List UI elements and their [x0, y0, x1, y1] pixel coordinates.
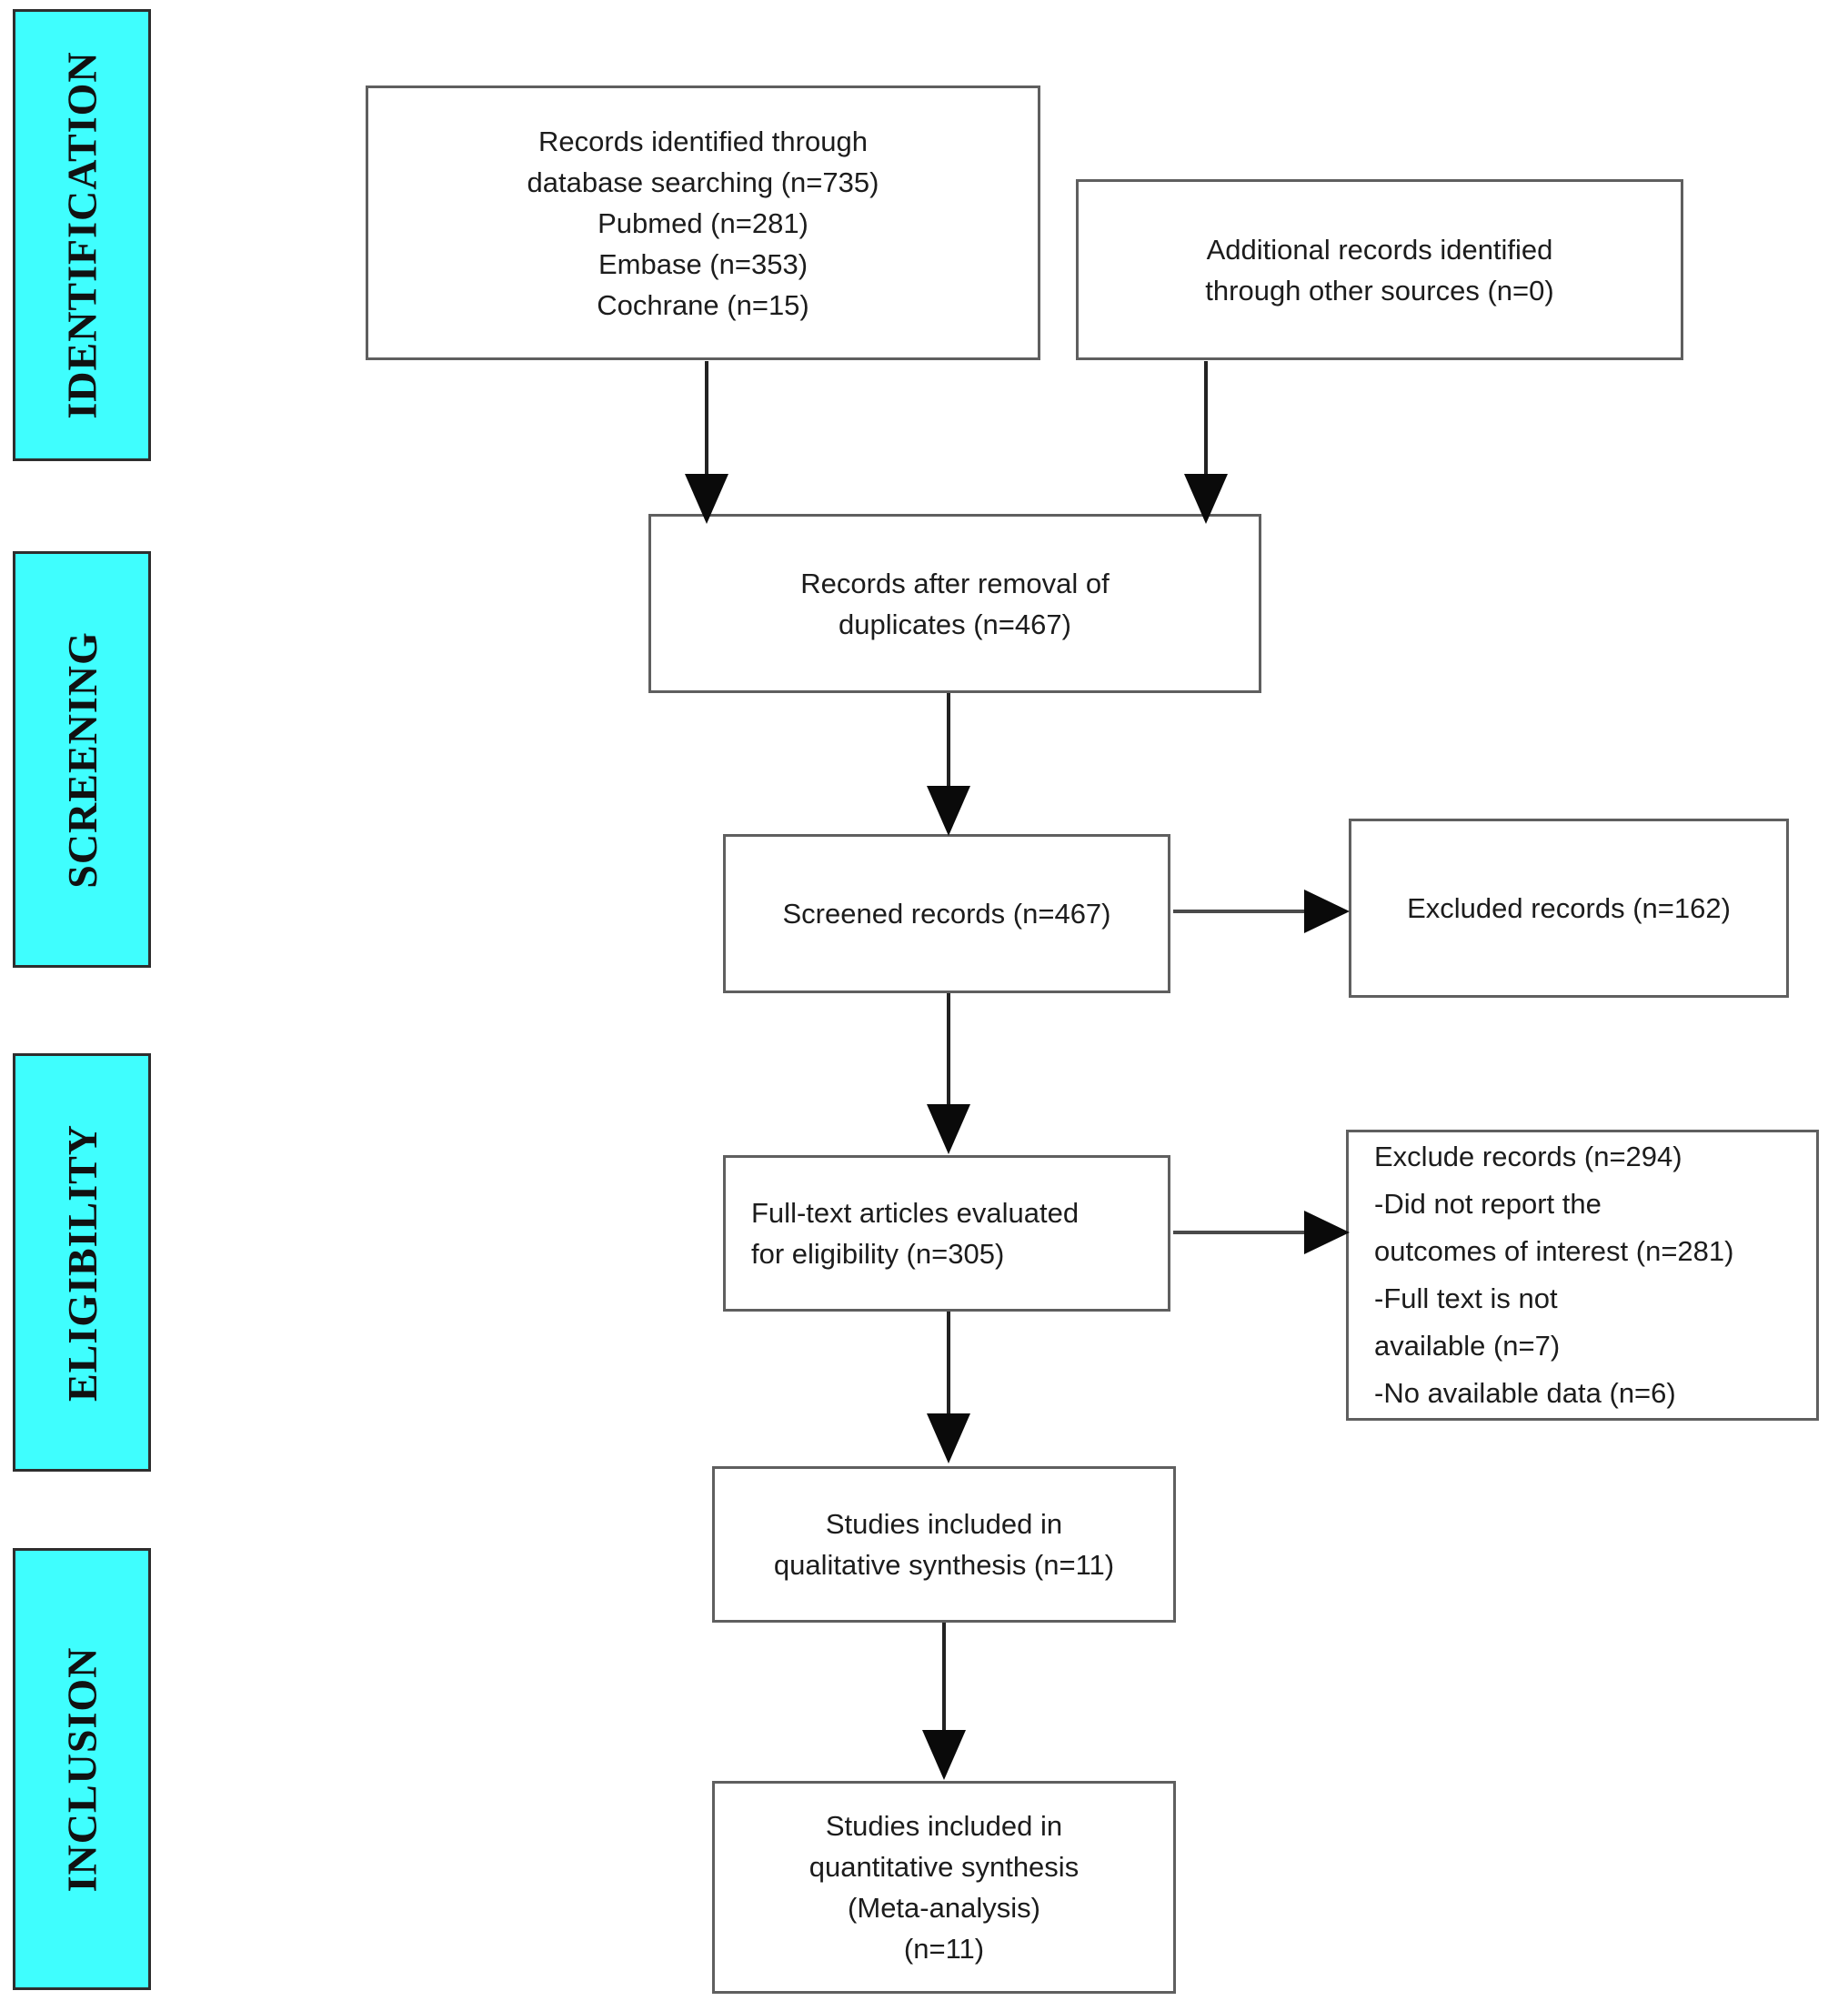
stage-inclusion: INCLUSION	[13, 1548, 151, 1990]
text-line: -Did not report the	[1374, 1188, 1602, 1220]
arrowhead-down-icon	[685, 474, 728, 524]
text-line: outcomes of interest (n=281)	[1374, 1235, 1734, 1267]
arrow-line	[1173, 910, 1307, 913]
arrow-line	[1173, 1231, 1307, 1234]
text-line: Additional records identified	[1206, 233, 1553, 266]
text-line: Embase (n=353)	[598, 247, 808, 280]
arrow-line	[942, 1623, 946, 1734]
text-line: available (n=7)	[1374, 1330, 1561, 1362]
stage-screening-label: SCREENING	[58, 630, 105, 889]
arrowhead-down-icon	[927, 1413, 970, 1463]
stage-identification-label: IDENTIFICATION	[58, 51, 105, 419]
text-line: Studies included in	[825, 1508, 1063, 1540]
text-line: Full-text articles evaluated	[751, 1197, 1080, 1229]
text-line: -No available data (n=6)	[1374, 1377, 1676, 1409]
arrowhead-right-icon	[1304, 1211, 1350, 1254]
box-quantitative-synthesis: Studies included in quantitative synthes…	[712, 1781, 1176, 1994]
text-line: through other sources (n=0)	[1205, 274, 1554, 307]
arrowhead-down-icon	[927, 1104, 970, 1154]
text-line: quantitative synthesis	[808, 1851, 1080, 1883]
arrow-line	[947, 1312, 950, 1417]
text-line: Records identified through	[538, 125, 868, 157]
arrow-line	[1204, 361, 1208, 478]
box-excluded-records: Excluded records (n=162)	[1349, 819, 1789, 998]
text-line: -Full text is not	[1374, 1282, 1558, 1314]
arrow-line	[947, 993, 950, 1108]
text-line: database searching (n=735)	[527, 166, 879, 198]
text-line: duplicates (n=467)	[839, 608, 1071, 640]
box-fulltext-excluded: Exclude records (n=294) -Did not report …	[1346, 1130, 1819, 1421]
box-screened-records: Screened records (n=467)	[723, 834, 1170, 993]
text-line: Pubmed (n=281)	[598, 206, 808, 239]
box-additional-records: Additional records identified through ot…	[1076, 179, 1683, 360]
text-line: Screened records (n=467)	[782, 898, 1111, 930]
arrowhead-right-icon	[1304, 890, 1350, 933]
arrow-line	[947, 693, 950, 789]
box-after-duplicates-removed: Records after removal of duplicates (n=4…	[648, 514, 1261, 693]
stage-eligibility: ELIGIBILITY	[13, 1053, 151, 1472]
stage-inclusion-label: INCLUSION	[58, 1646, 105, 1892]
arrowhead-down-icon	[922, 1730, 966, 1780]
arrowhead-down-icon	[1184, 474, 1228, 524]
text-line: Excluded records (n=162)	[1407, 892, 1731, 924]
box-qualitative-synthesis: Studies included in qualitative synthesi…	[712, 1466, 1176, 1623]
arrow-line	[705, 361, 708, 478]
text-line: Records after removal of	[800, 567, 1110, 599]
stage-eligibility-label: ELIGIBILITY	[58, 1123, 105, 1402]
text-line: (Meta-analysis)	[848, 1892, 1040, 1924]
text-line: Cochrane (n=15)	[597, 288, 809, 321]
text-line: for eligibility (n=305)	[751, 1238, 1005, 1270]
text-line: Studies included in	[825, 1810, 1063, 1842]
stage-screening: SCREENING	[13, 551, 151, 968]
text-line: (n=11)	[903, 1933, 985, 1965]
stage-identification: IDENTIFICATION	[13, 9, 151, 461]
text-line: Exclude records (n=294)	[1374, 1141, 1682, 1172]
text-line: qualitative synthesis (n=11)	[773, 1549, 1115, 1581]
arrowhead-down-icon	[927, 786, 970, 836]
box-fulltext-evaluated: Full-text articles evaluated for eligibi…	[723, 1155, 1170, 1312]
box-records-identified: Records identified through database sear…	[366, 85, 1040, 360]
